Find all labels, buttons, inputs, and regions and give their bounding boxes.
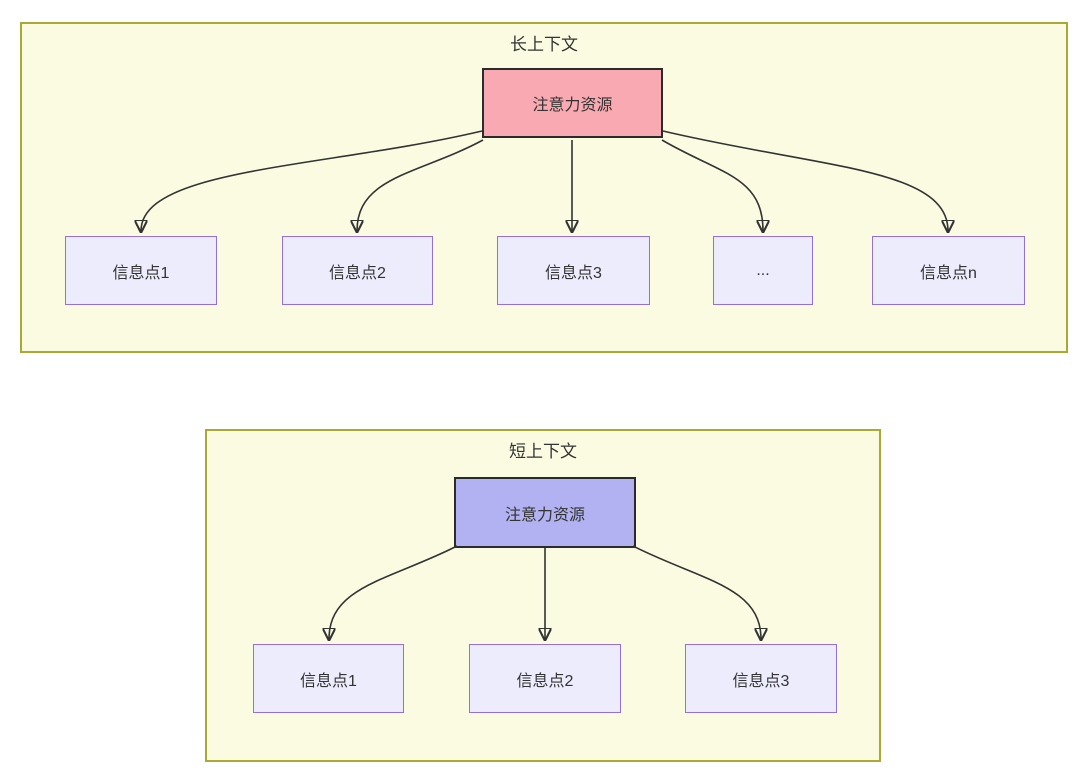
long-context-attention-node: 注意力资源 [482, 68, 663, 138]
long-context-title: 长上下文 [510, 35, 578, 54]
long-info-label-2: 信息点2 [329, 264, 386, 282]
long-context-attention-label: 注意力资源 [532, 97, 613, 114]
short-info-label-3: 信息点3 [732, 672, 790, 690]
long-info-label-3: 信息点3 [545, 264, 602, 282]
short-info-label-2: 信息点2 [516, 672, 574, 690]
long-info-label-1: 信息点1 [112, 264, 170, 282]
short-context-attention-node: 注意力资源 [454, 477, 636, 548]
long-info-node-2: 信息点2 [282, 236, 433, 305]
short-info-node-1: 信息点1 [253, 644, 404, 713]
short-info-node-3: 信息点3 [685, 644, 837, 713]
long-info-node-n: 信息点n [872, 236, 1025, 305]
long-info-node-ellipsis: ... [713, 236, 813, 305]
short-info-node-2: 信息点2 [469, 644, 621, 713]
short-context-attention-label: 注意力资源 [504, 506, 585, 524]
long-info-node-3: 信息点3 [497, 236, 650, 305]
short-context-title: 短上下文 [509, 442, 577, 461]
long-info-label-ellipsis: ... [756, 261, 770, 279]
long-info-node-1: 信息点1 [65, 236, 217, 305]
short-info-label-1: 信息点1 [300, 672, 357, 690]
long-info-label-n: 信息点n [920, 264, 977, 282]
